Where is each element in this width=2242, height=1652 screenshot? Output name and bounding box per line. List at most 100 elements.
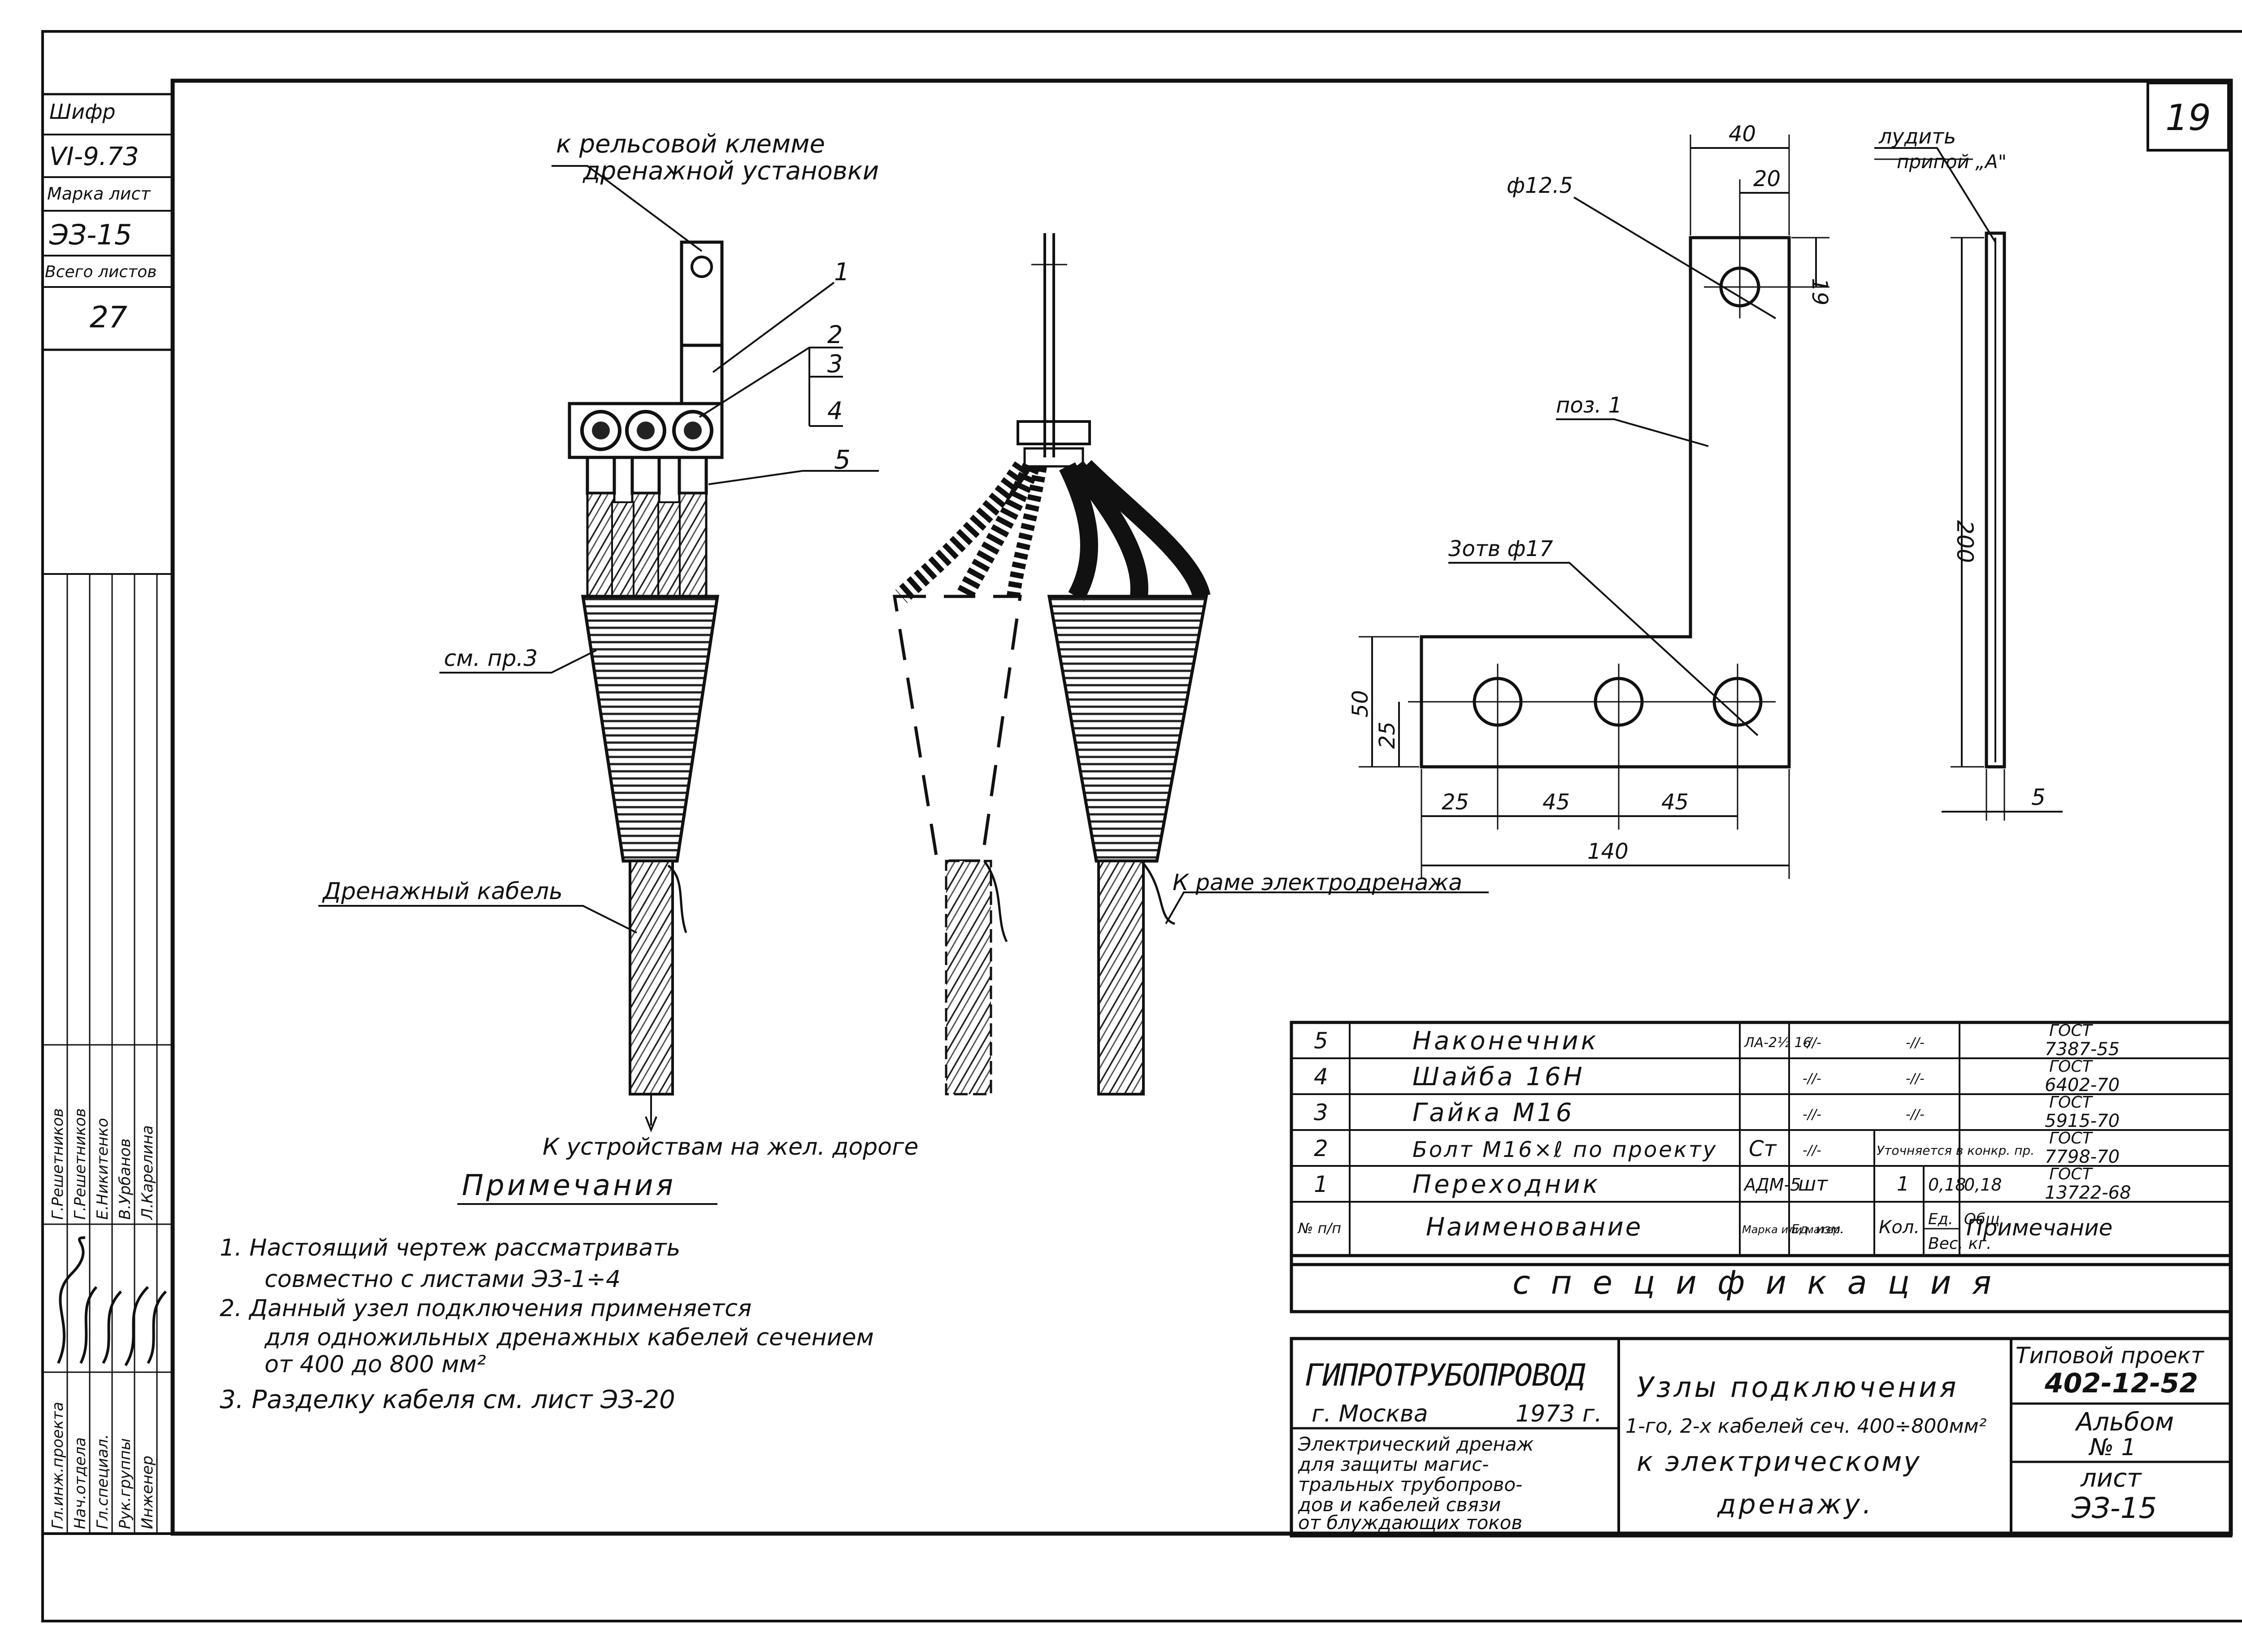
note-2c: от 400 до 800 мм² xyxy=(265,1351,486,1378)
cell-name: Наконечник xyxy=(1412,1026,1599,1056)
inner-frame xyxy=(170,78,2233,1536)
table-header: № п/п Наименование Марка или матер. Ед. … xyxy=(1297,1210,2112,1253)
spec-title: спецификация xyxy=(1512,1264,2012,1301)
table-row: 1 Переходник АДМ-5 шт 1 0,18 0,18 ГОСТ 1… xyxy=(1314,1165,2131,1203)
cell-no: 1 xyxy=(1314,1171,1328,1197)
pos-1-label: поз. 1 xyxy=(1556,393,1622,418)
adapter-side-view xyxy=(1985,231,2006,769)
cell-note-2: 13722-68 xyxy=(2045,1182,2131,1203)
cell-weight: -//- xyxy=(1906,1035,1925,1051)
cell-unit: -//- xyxy=(1803,1107,1821,1122)
drain-cable xyxy=(629,860,674,1096)
cell-weight: -//- xyxy=(1906,1107,1925,1122)
cell-no: 4 xyxy=(1314,1064,1328,1090)
org-year: 1973 г. xyxy=(1516,1400,1602,1427)
dim-45-b: 45 xyxy=(1661,790,1689,815)
cell-note-2: 6402-70 xyxy=(2045,1075,2120,1096)
sig-role-4: Рук.группы xyxy=(116,1438,134,1529)
sheet-number-box: 19 xyxy=(2146,82,2230,152)
tin-label-1: лудить xyxy=(1878,124,1956,148)
see-note-3: см. пр.3 xyxy=(444,645,538,671)
cell-no: 2 xyxy=(1314,1135,1328,1161)
cell-name: Болт М16×ℓ по проекту xyxy=(1412,1137,1717,1162)
note-1b: совместно с листами ЭЗ-1÷4 xyxy=(265,1266,621,1293)
holes-label: 3отв ф17 xyxy=(1448,536,1553,561)
note-2a: 2. Данный узел подключения применяется xyxy=(220,1295,752,1322)
dim-50: 50 xyxy=(1348,690,1373,717)
cell-qty: Уточняется в конкр. пр. xyxy=(1877,1143,2034,1158)
pos-4: 4 xyxy=(827,397,843,425)
header-qty: Кол. xyxy=(1879,1217,1920,1238)
sig-name-1: Г.Решетников xyxy=(49,1108,67,1220)
cell-note-2: 7387-55 xyxy=(2045,1039,2120,1060)
subject-4: дов и кабелей связи xyxy=(1298,1494,1501,1516)
cell-unit: шт xyxy=(1798,1173,1828,1196)
table-row: 3 Гайка М16 -//- -//- ГОСТ 5915-70 xyxy=(1314,1093,2120,1131)
header-mark: Марка или матер. xyxy=(1742,1223,1843,1236)
table-row: 5 Наконечник ЛА-2½ 16 -//- -//- ГОСТ 738… xyxy=(1314,1022,2120,1060)
cable-core-1 xyxy=(586,492,616,598)
drawing-title-4: дренажу. xyxy=(1717,1489,1874,1520)
cell-no: 3 xyxy=(1314,1100,1328,1126)
sig-name-2: Г.Решетников xyxy=(71,1108,89,1220)
to-devices-label: К устройствам на жел. дороге xyxy=(543,1134,918,1161)
header-unit: Ед. изм. xyxy=(1791,1222,1844,1236)
drawing-title-1: Узлы подключения xyxy=(1637,1371,1959,1404)
shifr-value: VI-9.73 xyxy=(49,142,139,171)
pos-2: 2 xyxy=(827,321,843,349)
marka-label: Марка лист xyxy=(47,184,151,204)
subject-5: от блуждающих токов xyxy=(1298,1512,1522,1534)
subject-1: Электрический дренаж xyxy=(1298,1433,1534,1455)
dim-20: 20 xyxy=(1753,166,1781,191)
dim-25: 25 xyxy=(1442,790,1469,815)
cell-weight-unit: 0,18 xyxy=(1928,1175,1966,1195)
hole-small-label: ф12.5 xyxy=(1507,173,1573,198)
pos-5: 5 xyxy=(834,444,851,475)
total-value: 27 xyxy=(90,300,127,335)
cell-unit: -//- xyxy=(1803,1143,1821,1158)
cell-name: Гайка М16 xyxy=(1412,1098,1574,1127)
sig-name-5: Л.Карелина xyxy=(139,1125,156,1221)
cell-mark: Ст xyxy=(1749,1136,1777,1161)
cell-weight: -//- xyxy=(1906,1071,1925,1087)
drawing-title-3: к электрическому xyxy=(1637,1446,1921,1478)
sig-name-4: В.Урбанов xyxy=(116,1139,134,1220)
marka-value: ЭЗ-15 xyxy=(49,218,132,251)
dim-25-vertical: 25 xyxy=(1375,722,1400,749)
table-row: 4 Шайба 16Н -//- -//- ГОСТ 6402-70 xyxy=(1314,1057,2120,1096)
cell-mark: АДМ-5 xyxy=(1743,1175,1801,1195)
header-weight-total: Общ. xyxy=(1964,1210,2005,1228)
sheet-value: ЭЗ-15 xyxy=(2071,1492,2157,1525)
cell-unit: -//- xyxy=(1803,1035,1821,1051)
cell-unit: -//- xyxy=(1803,1071,1821,1087)
signature-scribble xyxy=(57,1236,167,1366)
note-3: 3. Разделку кабеля см. лист ЭЗ-20 xyxy=(220,1385,675,1414)
drawing-title-2: 1-го, 2-х кабелей сеч. 400÷800мм² xyxy=(1625,1415,1986,1438)
sheet-number: 19 xyxy=(2165,97,2211,139)
table-row: 2 Болт М16×ℓ по проекту Ст -//- Уточняет… xyxy=(1314,1129,2120,1167)
label-rail-2: дренажной установки xyxy=(582,157,879,186)
cell-note-2: 5915-70 xyxy=(2045,1111,2120,1131)
header-name: Наименование xyxy=(1426,1213,1642,1242)
sig-name-3: Е.Никитенко xyxy=(94,1118,112,1220)
org-city: г. Москва xyxy=(1312,1400,1428,1427)
album-label: Альбом xyxy=(2075,1408,2174,1437)
cell-name: Шайба 16Н xyxy=(1412,1062,1585,1091)
cell-weight-total: 0,18 xyxy=(1964,1175,2002,1195)
org-name: ГИПРОТРУБОПРОВОД xyxy=(1305,1358,1586,1393)
header-weight-label: Вес, кг. xyxy=(1928,1235,1992,1253)
notes-heading: Примечания xyxy=(462,1169,676,1202)
subject-2: для защиты магис- xyxy=(1298,1453,1489,1475)
dim-140: 140 xyxy=(1587,839,1629,864)
signature-grid: Гл.инж.проекта Нач.отдела Гл.специал. Ру… xyxy=(42,573,173,1534)
dim-19: 19 xyxy=(1807,278,1832,305)
shifr-label: Шифр xyxy=(49,100,116,124)
header-no: № п/п xyxy=(1297,1220,1341,1237)
pos-1: 1 xyxy=(834,258,849,286)
cell-note-1: ГОСТ xyxy=(2049,1057,2094,1076)
cell-note-1: ГОСТ xyxy=(2049,1093,2094,1112)
spec-table: 5 Наконечник ЛА-2½ 16 -//- -//- ГОСТ 738… xyxy=(1290,1021,2233,1313)
dim-200: 200 xyxy=(1952,520,1978,563)
side-sealing-cone xyxy=(1047,595,1208,863)
cell-note-1: ГОСТ xyxy=(2049,1022,2094,1040)
